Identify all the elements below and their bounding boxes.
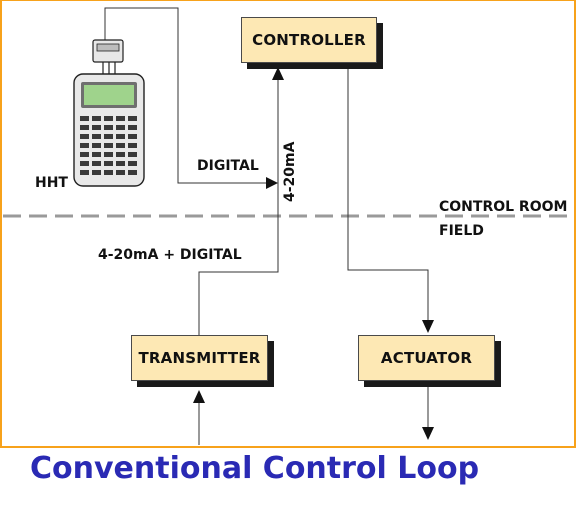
controller-box: CONTROLLER <box>241 17 377 63</box>
diagram-caption: Conventional Control Loop <box>30 451 480 486</box>
transmitter-box: TRANSMITTER <box>131 335 268 381</box>
controller-input-arrowhead <box>272 67 284 80</box>
hart-signal-label: 4-20mA + DIGITAL <box>98 247 242 263</box>
controller-label: CONTROLLER <box>252 31 366 49</box>
actuator-output-arrowhead <box>422 427 434 440</box>
controller-to-actuator-line <box>347 63 429 322</box>
hht-label: HHT <box>35 175 68 191</box>
signal-lines <box>3 7 574 445</box>
actuator-input-arrowhead <box>422 320 434 333</box>
control-room-label: CONTROL ROOM <box>439 199 568 215</box>
actuator-label: ACTUATOR <box>380 349 473 367</box>
transmitter-input-arrowhead <box>193 390 205 403</box>
current-signal-label: 4-20mA <box>282 141 298 202</box>
field-label: FIELD <box>439 223 484 239</box>
actuator-box: ACTUATOR <box>358 335 495 381</box>
hht-device-icon <box>73 39 145 187</box>
hht-wire <box>104 7 270 184</box>
transmitter-to-controller-line <box>198 78 279 335</box>
digital-label: DIGITAL <box>197 158 259 174</box>
digital-arrowhead <box>266 177 278 189</box>
transmitter-label: TRANSMITTER <box>138 349 261 367</box>
